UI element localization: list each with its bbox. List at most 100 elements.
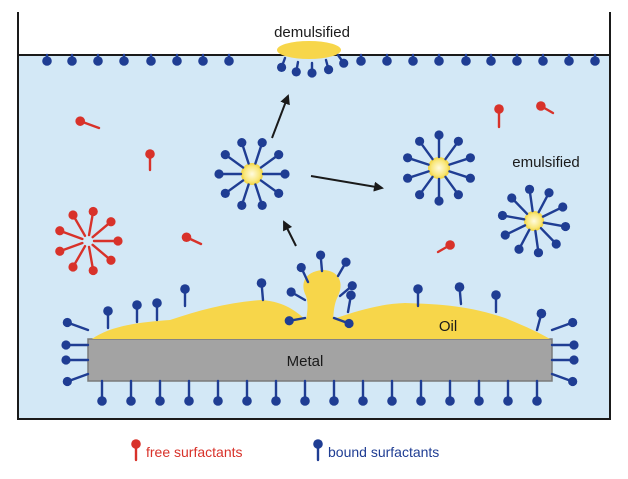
free-surfactant-icon	[131, 439, 141, 462]
metal-label: Metal	[287, 353, 324, 370]
surfactant	[415, 175, 434, 200]
plate-side-surfactant	[550, 317, 578, 332]
oil-droplet-detaching	[303, 270, 341, 336]
plate-bottom-surfactant	[532, 379, 542, 406]
oil-micelle-emulsified	[497, 184, 571, 258]
surfactant	[55, 241, 84, 256]
bound-surfactant	[535, 308, 547, 332]
surface-surfactant	[42, 53, 52, 66]
droplet-surfactant	[286, 287, 307, 302]
surfactant	[434, 130, 444, 159]
plate-bottom-surfactant	[184, 379, 194, 406]
surfactant	[403, 170, 430, 183]
arrow-from-plate	[283, 220, 297, 247]
surfactant	[220, 150, 245, 169]
plate-side-surfactant	[62, 317, 90, 332]
plate-bottom-surfactant	[300, 379, 310, 406]
legend-bound-surfactant	[313, 439, 323, 462]
surface-surfactant	[172, 53, 182, 66]
surfactant-layer	[42, 53, 600, 406]
oil-surfactant	[291, 60, 301, 77]
bound-surfactant	[132, 300, 142, 324]
surfactant	[497, 210, 526, 221]
plate-bottom-surfactant	[358, 379, 368, 406]
bound-surfactant	[103, 306, 113, 330]
emulsified-label: emulsified	[512, 154, 580, 171]
surface-surfactant	[461, 53, 471, 66]
free-surfactant	[494, 104, 504, 129]
surfactant	[261, 169, 290, 179]
free-surfactant	[75, 116, 101, 130]
plate-bottom-surfactant	[97, 379, 107, 406]
surfactant	[220, 179, 245, 198]
surfactant	[91, 243, 116, 265]
demulsified-label: demulsified	[274, 24, 350, 41]
arrow-to-surface	[271, 94, 290, 139]
legend: free surfactants bound surfactants	[131, 439, 439, 462]
surfactant	[259, 150, 284, 169]
oil-micelle-right	[403, 130, 475, 206]
surfactant	[444, 136, 463, 161]
legend-bound-label: bound surfactants	[328, 444, 439, 460]
surface-surfactant	[198, 53, 208, 66]
oil-micelle-center	[214, 138, 290, 210]
bound-surfactant	[256, 278, 267, 302]
plate-side-surfactant	[550, 372, 578, 387]
surfactant	[254, 138, 267, 165]
surfactant	[541, 202, 568, 218]
surfactant	[87, 206, 98, 237]
plate-side-surfactant	[61, 355, 90, 365]
oil-core	[524, 211, 544, 231]
oil-surfactant	[276, 56, 287, 72]
surfactant	[415, 136, 434, 161]
surfactant	[92, 236, 123, 246]
bound-surfactant-icon	[313, 439, 323, 462]
legend-free-surfactant	[131, 439, 141, 462]
bound-surfactant	[454, 282, 465, 306]
arrow-to-emulsified	[310, 175, 384, 192]
surface-surfactant	[224, 53, 234, 66]
plate-bottom-surfactant	[213, 379, 223, 406]
bound-surfactant	[346, 290, 356, 314]
surfactant	[500, 224, 527, 240]
surfactant	[434, 177, 444, 206]
free-surfactant	[181, 232, 203, 246]
plate-bottom-surfactant	[503, 379, 513, 406]
surface-surfactant	[356, 53, 366, 66]
droplet-surfactant	[316, 250, 326, 273]
surface-surfactant	[538, 53, 548, 66]
surfactant	[55, 226, 84, 241]
oil-surfactant	[336, 53, 349, 68]
surfactant	[237, 138, 250, 165]
plate-bottom-surfactant	[387, 379, 397, 406]
free-surfactant	[536, 101, 555, 115]
plate-bottom-surfactant	[126, 379, 136, 406]
free-surfactant	[145, 149, 155, 172]
droplet-surfactant	[332, 316, 354, 329]
surfactant	[507, 193, 529, 216]
plate-bottom-surfactant	[474, 379, 484, 406]
surface-surfactant	[408, 53, 418, 66]
droplet-surfactant	[338, 281, 357, 298]
metal-plate	[87, 338, 553, 382]
free-surfactant	[436, 240, 455, 254]
surfactant	[91, 217, 116, 239]
surface-surfactant	[119, 53, 129, 66]
droplet-surfactant	[284, 316, 307, 326]
surfactant	[524, 184, 535, 213]
surfactant	[259, 179, 284, 198]
surfactant	[237, 183, 250, 210]
demulsified-oil	[277, 41, 341, 59]
legend-free-label: free surfactants	[146, 444, 243, 460]
plate-side-surfactant	[550, 340, 579, 350]
plate-bottom-surfactant	[155, 379, 165, 406]
surfactant	[444, 175, 463, 200]
oil-label: Oil	[439, 318, 457, 335]
bound-surfactant	[491, 290, 501, 314]
droplet-surfactant	[336, 257, 351, 278]
surfactant	[68, 210, 87, 238]
surface-surfactant	[382, 53, 392, 66]
tank-outline	[17, 12, 611, 420]
surfactant	[514, 228, 531, 254]
